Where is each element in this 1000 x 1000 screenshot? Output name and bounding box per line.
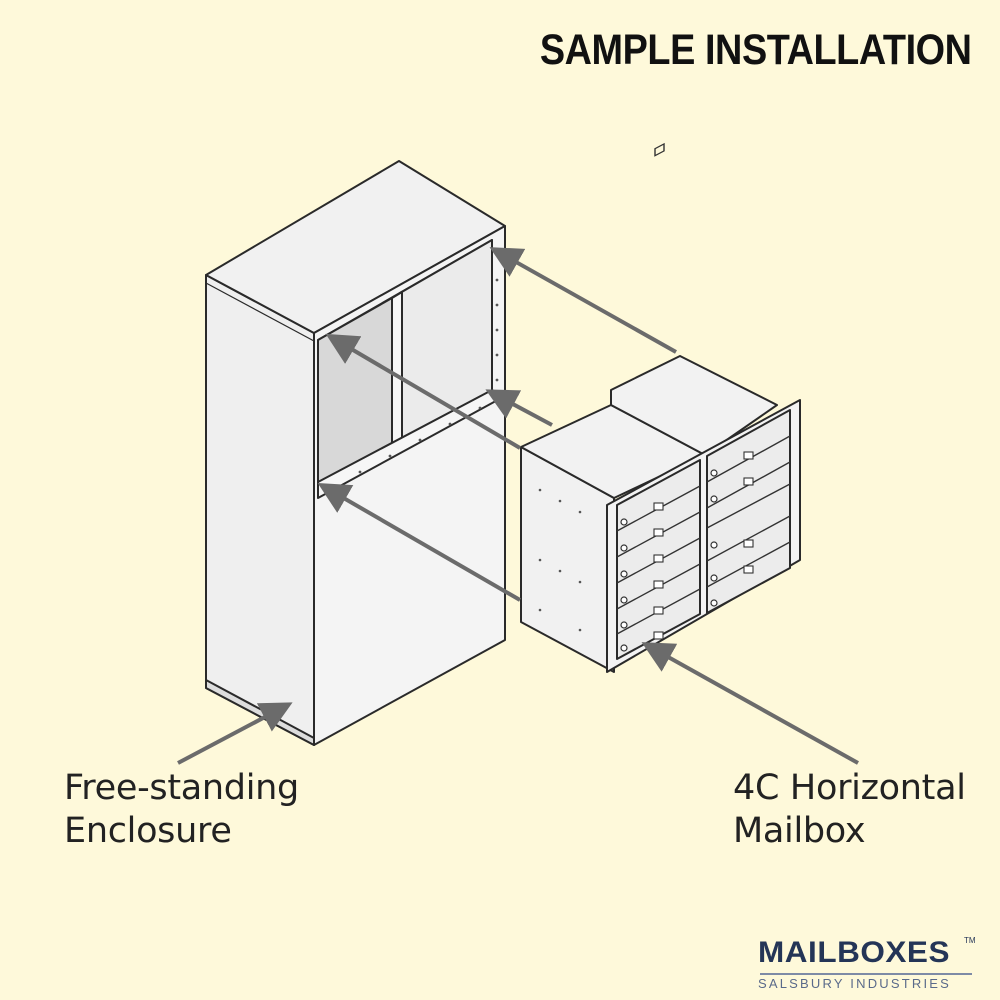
arrows <box>177 247 859 765</box>
arrow-enclosure-callout <box>177 702 293 765</box>
enclosure-callout-line2: Enclosure <box>64 811 232 851</box>
enclosure-callout: Free-standing Enclosure <box>64 767 299 853</box>
arrow-mailbox-callout <box>641 642 859 765</box>
arrow-lower <box>317 482 522 602</box>
page-title: SAMPLE INSTALLATION <box>540 26 972 74</box>
logo-divider <box>760 973 972 975</box>
mailbox-locks <box>620 469 718 652</box>
mailbox-callout-line2: Mailbox <box>733 811 866 851</box>
arrow-middle-right <box>485 389 553 427</box>
logo-subtitle: SALSBURY INDUSTRIES <box>758 976 952 991</box>
enclosure-left-face <box>205 274 315 746</box>
mailbox-label-slots <box>653 451 754 640</box>
arrow-middle-left <box>325 333 522 450</box>
mailbox-callout-line1: 4C Horizontal <box>733 768 966 808</box>
brand-logo: MAILBOXES TM SALSBURY INDUSTRIES <box>738 928 978 991</box>
logo-trademark: TM <box>964 936 976 945</box>
enclosure-illustration <box>205 160 506 746</box>
mailbox-illustration <box>520 355 801 673</box>
mailbox-callout: 4C Horizontal Mailbox <box>733 767 966 853</box>
arrow-top <box>489 247 677 354</box>
mailbox-rivets <box>538 488 582 632</box>
logo-wordmark: MAILBOXES <box>758 936 951 969</box>
mailbox-top-right <box>610 355 778 456</box>
enclosure-callout-line1: Free-standing <box>64 768 299 808</box>
